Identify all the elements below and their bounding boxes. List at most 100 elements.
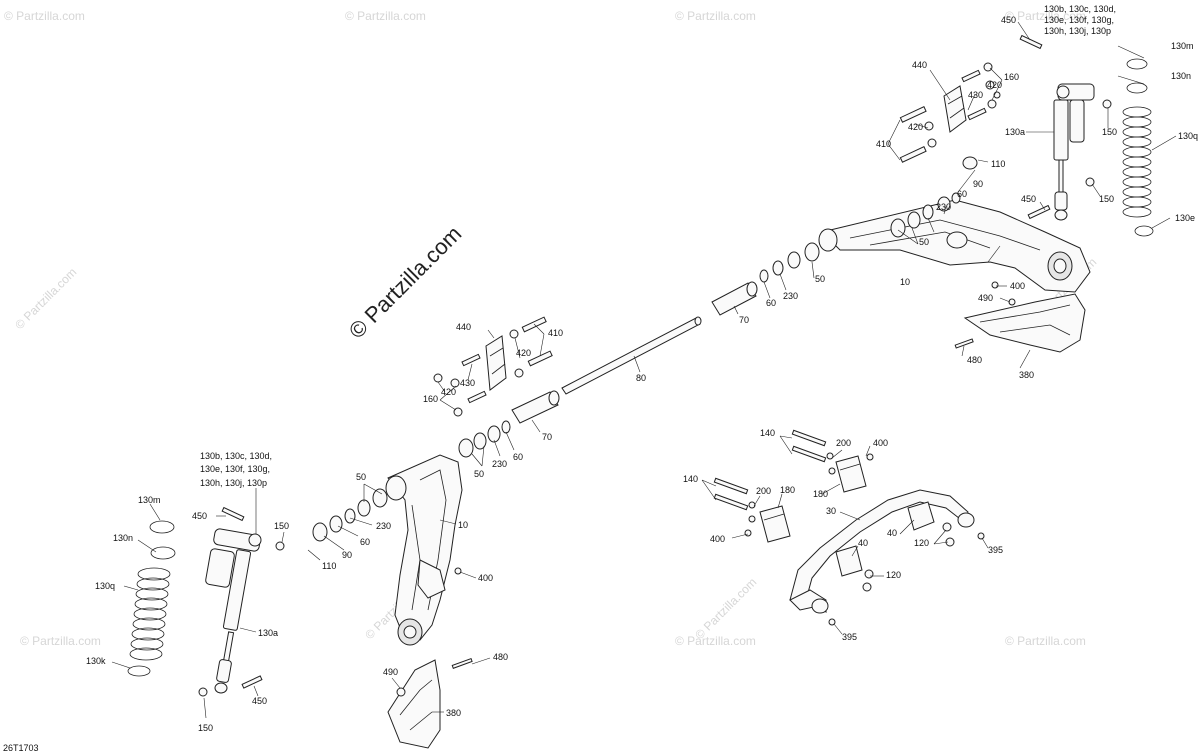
callout-30: 30 (826, 506, 836, 516)
callout-90: 90 (973, 179, 983, 189)
callout-40: 40 (858, 538, 868, 548)
callout-180: 180 (813, 489, 828, 499)
bearing-stack-right-upper (890, 156, 978, 238)
callout-70: 70 (739, 315, 749, 325)
callout-50: 50 (815, 274, 825, 284)
callout-40: 40 (887, 528, 897, 538)
callout-130a: 130a (258, 628, 278, 638)
callout-10: 10 (458, 520, 468, 530)
callout-400: 400 (710, 534, 725, 544)
callout-490: 490 (978, 293, 993, 303)
callout-50: 50 (474, 469, 484, 479)
callout-130q: 130q (95, 581, 115, 591)
callout-150: 150 (274, 521, 289, 531)
callout-440: 440 (456, 322, 471, 332)
watermark-text: © Partzilla.com (12, 265, 79, 332)
callout-130n: 130n (1171, 71, 1191, 81)
callout-130a: 130a (1005, 127, 1025, 137)
callout-450: 450 (1001, 15, 1016, 25)
trailing-arm-right (818, 199, 1091, 293)
callout-420: 420 (516, 348, 531, 358)
callout-395: 395 (988, 545, 1003, 555)
callout-160: 160 (1004, 72, 1019, 82)
watermark-text: © Partzilla.com (4, 9, 85, 23)
callout-440: 440 (912, 60, 927, 70)
callout-450: 450 (192, 511, 207, 521)
watermark-text: © Partzilla.com (675, 9, 756, 23)
callout-130k: 130k (86, 656, 106, 666)
bearing-stack-left-upper (458, 420, 511, 458)
spring-left (127, 520, 176, 677)
callout-420: 420 (908, 122, 923, 132)
callout-50: 50 (919, 237, 929, 247)
callout-230: 230 (376, 521, 391, 531)
callout-130e: 130e (1175, 213, 1195, 223)
callout-480: 480 (967, 355, 982, 365)
callout-200: 200 (836, 438, 851, 448)
callout-160: 160 (423, 394, 438, 404)
bearing-stack-right-lower (759, 242, 820, 283)
callout-130m: 130m (1171, 41, 1194, 51)
skid-guard-right (963, 293, 1086, 353)
callout-90: 90 (342, 550, 352, 560)
callout-130-list-line2: 130e, 130f, 130g, (1044, 15, 1114, 25)
leader-lines (111, 21, 1177, 719)
partzilla-brand-watermark: © Partzilla.com (344, 221, 467, 344)
callout-450: 450 (252, 696, 267, 706)
callout-60: 60 (957, 189, 967, 199)
callout-140: 140 (760, 428, 775, 438)
callout-120: 120 (886, 570, 901, 580)
bearing-stack-left-lower (312, 488, 388, 542)
callout-130-list-line3: 130h, 130j, 130p (200, 478, 267, 488)
callouts: 450 130b, 130c, 130d, 130e, 130f, 130g, … (3, 4, 1198, 753)
callout-60: 60 (766, 298, 776, 308)
callout-140: 140 (683, 474, 698, 484)
callout-490: 490 (383, 667, 398, 677)
callout-130-list-line1: 130b, 130c, 130d, (200, 451, 272, 461)
watermark-text: © Partzilla.com (675, 634, 756, 648)
callout-380: 380 (1019, 370, 1034, 380)
callout-430: 430 (968, 90, 983, 100)
trailing-arm-left (385, 454, 463, 646)
bar-brackets-180 (713, 429, 874, 543)
callout-410: 410 (876, 139, 891, 149)
callout-230: 230 (492, 459, 507, 469)
fasteners-misc (396, 281, 1016, 697)
anti-roll-bar (789, 489, 985, 626)
callout-420: 420 (441, 387, 456, 397)
callout-430: 430 (460, 378, 475, 388)
callout-150: 150 (1099, 194, 1114, 204)
callout-130m: 130m (138, 495, 161, 505)
callout-230: 230 (783, 291, 798, 301)
watermark-text: © Partzilla.com (20, 634, 101, 648)
callout-150: 150 (198, 723, 213, 733)
callout-410: 410 (548, 328, 563, 338)
callout-130q: 130q (1178, 131, 1198, 141)
callout-130-list-line1: 130b, 130c, 130d, (1044, 4, 1116, 14)
callout-60: 60 (360, 537, 370, 547)
spring-right (1122, 58, 1154, 237)
shock-absorber-right (1019, 34, 1112, 221)
callout-110: 110 (991, 159, 1005, 169)
callout-120: 120 (914, 538, 929, 548)
callout-130-list-line2: 130e, 130f, 130g, (200, 464, 270, 474)
callout-180: 180 (780, 485, 795, 495)
callout-380: 380 (446, 708, 461, 718)
callout-130-list-line3: 130h, 130j, 130p (1044, 26, 1111, 36)
callout-60: 60 (513, 452, 523, 462)
watermark-text: © Partzilla.com (1005, 9, 1086, 23)
callout-70: 70 (542, 432, 552, 442)
callout-400: 400 (478, 573, 493, 583)
shaft-80 (561, 316, 702, 395)
bushing-70-left (511, 390, 560, 424)
watermark-text: © Partzilla.com (345, 9, 426, 23)
callout-400: 400 (1010, 281, 1025, 291)
callout-110: 110 (322, 561, 336, 571)
callout-150: 150 (1102, 127, 1117, 137)
callout-10: 10 (900, 277, 910, 287)
callout-50: 50 (356, 472, 366, 482)
watermark-text: © Partzilla.com (692, 575, 759, 642)
callout-200: 200 (756, 486, 771, 496)
